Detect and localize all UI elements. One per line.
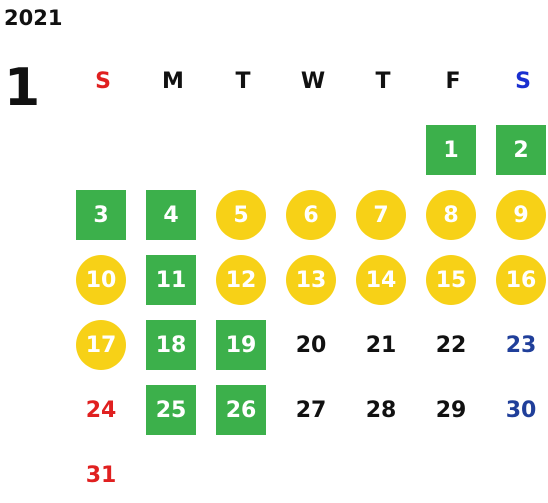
day-cell[interactable]: 20 xyxy=(295,332,327,358)
day-cell[interactable]: 14 xyxy=(356,255,406,305)
day-cell[interactable]: 25 xyxy=(146,385,196,435)
weekday-wednesday: W xyxy=(300,69,326,94)
day-cell[interactable]: 9 xyxy=(496,190,546,240)
weekday-monday: M xyxy=(162,69,184,94)
day-cell[interactable]: 4 xyxy=(146,190,196,240)
day-cell[interactable]: 31 xyxy=(85,462,117,488)
day-cell[interactable]: 10 xyxy=(76,255,126,305)
day-cell[interactable]: 30 xyxy=(505,397,537,423)
day-cell[interactable]: 5 xyxy=(216,190,266,240)
month-number: 1 xyxy=(4,58,41,118)
day-cell[interactable]: 8 xyxy=(426,190,476,240)
day-cell[interactable]: 23 xyxy=(505,332,537,358)
weekday-sunday: S xyxy=(95,69,111,94)
day-cell[interactable]: 18 xyxy=(146,320,196,370)
day-cell[interactable]: 6 xyxy=(286,190,336,240)
day-cell[interactable]: 27 xyxy=(295,397,327,423)
day-cell[interactable]: 21 xyxy=(365,332,397,358)
day-cell[interactable]: 26 xyxy=(216,385,266,435)
day-cell[interactable]: 24 xyxy=(85,397,117,423)
day-cell[interactable]: 22 xyxy=(435,332,467,358)
day-cell[interactable]: 12 xyxy=(216,255,266,305)
day-cell[interactable]: 15 xyxy=(426,255,476,305)
weekday-friday: F xyxy=(445,69,461,94)
year-label: 2021 xyxy=(4,6,63,30)
day-cell[interactable]: 28 xyxy=(365,397,397,423)
weekday-thursday: T xyxy=(375,69,391,94)
day-cell[interactable]: 1 xyxy=(426,125,476,175)
day-cell[interactable]: 19 xyxy=(216,320,266,370)
day-cell[interactable]: 16 xyxy=(496,255,546,305)
day-cell[interactable]: 17 xyxy=(76,320,126,370)
day-cell[interactable]: 3 xyxy=(76,190,126,240)
day-cell[interactable]: 7 xyxy=(356,190,406,240)
day-cell[interactable]: 2 xyxy=(496,125,546,175)
day-cell[interactable]: 13 xyxy=(286,255,336,305)
day-cell[interactable]: 29 xyxy=(435,397,467,423)
weekday-tuesday: T xyxy=(235,69,251,94)
day-cell[interactable]: 11 xyxy=(146,255,196,305)
weekday-saturday: S xyxy=(515,69,531,94)
